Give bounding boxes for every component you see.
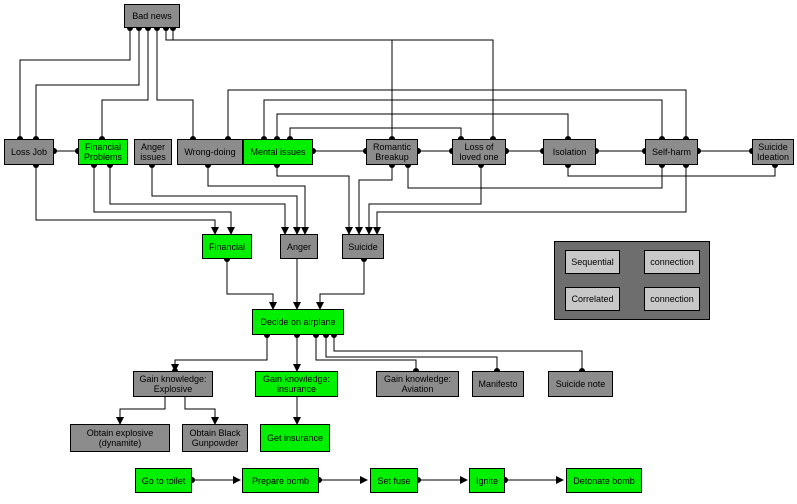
- node-set-fuse[interactable]: Set fuse: [370, 468, 418, 493]
- connector-wrongdoing-selfharm: [227, 89, 687, 139]
- node-label: Wrong-doing: [184, 147, 236, 157]
- node-label: Prepare bomb: [251, 475, 310, 486]
- node-label: Decide on airplane: [260, 317, 336, 327]
- node-get-insurance[interactable]: Get insurance: [260, 424, 330, 452]
- node-wrong-doing[interactable]: Wrong-doing: [177, 139, 243, 165]
- node-romantic-breakup[interactable]: Romantic Breakup: [366, 139, 418, 165]
- node-label: Suicide Ideation: [756, 142, 790, 162]
- connector-lossjob-financial: [35, 165, 219, 235]
- node-label: Loss of loved one: [459, 142, 499, 162]
- connector-suicide-decide: [316, 259, 365, 310]
- legend-connection-box-1: connection: [644, 250, 700, 274]
- node-label: Anger issues: [140, 142, 166, 162]
- legend-label: Sequential: [571, 257, 614, 267]
- node-loss-of-loved-one[interactable]: Loss of loved one: [452, 139, 506, 165]
- node-label: Gain knowledge: Aviation: [383, 374, 452, 394]
- connector-decide-gk-explosive: [171, 335, 268, 372]
- connector-decide-suicide-note: [333, 335, 583, 371]
- connector-mental-selfharm: [263, 99, 663, 139]
- connector-romantic-suicide: [355, 165, 393, 235]
- node-financial[interactable]: Financial: [202, 234, 252, 259]
- connector-badnews-wrongdoing: [156, 28, 194, 139]
- node-label: Ignite: [475, 475, 499, 486]
- connector-gkexp-gunpowder: [184, 397, 219, 425]
- node-suicide-note[interactable]: Suicide note: [548, 371, 613, 397]
- connectors: [19, 28, 776, 484]
- connector-badnews-lossjob: [19, 28, 131, 139]
- node-label: Obtain explosive (dynamite): [86, 428, 154, 448]
- node-mental-issues[interactable]: Mental issues: [243, 139, 313, 165]
- connector-lossloved-suicide: [365, 165, 482, 235]
- node-label: Bad news: [132, 11, 172, 21]
- node-suicide-ideation[interactable]: Suicide Ideation: [752, 139, 794, 165]
- node-label: Loss Job: [10, 147, 48, 157]
- legend-connection-box-2: connection: [644, 287, 700, 311]
- node-isolation[interactable]: Isolation: [543, 139, 596, 165]
- legend-sequential-box: Sequential: [565, 250, 620, 274]
- node-financial-problems[interactable]: Financial Problems: [78, 139, 128, 165]
- node-label: Gain knowledge: Explosive: [139, 374, 207, 394]
- node-gk-explosive[interactable]: Gain knowledge: Explosive: [133, 371, 213, 397]
- connector-badnews-romantic: [165, 28, 393, 139]
- node-manifesto[interactable]: Manifesto: [472, 371, 524, 397]
- connector-badnews-loss-loved: [172, 28, 494, 139]
- node-label: Set fuse: [377, 475, 411, 486]
- node-go-to-toilet[interactable]: Go to toilet: [135, 468, 192, 493]
- connector-financial-decide: [226, 259, 277, 310]
- connector-selfharm-suicide: [373, 165, 687, 235]
- connector-badnews-lossjob-2: [35, 28, 140, 139]
- connector-mental-lossloved: [289, 127, 462, 139]
- node-label: Anger: [286, 241, 312, 252]
- connector-angerissues-anger: [151, 165, 301, 235]
- node-loss-job[interactable]: Loss Job: [4, 139, 54, 165]
- node-label: Get insurance: [266, 433, 324, 443]
- node-label: Gain knowledge: insurance: [262, 374, 331, 394]
- node-self-harm[interactable]: Self-harm: [645, 139, 698, 165]
- node-decide-on-airplane[interactable]: Decide on airplane: [252, 309, 344, 335]
- node-label: Romantic Breakup: [372, 142, 411, 162]
- node-obtain-dynamite[interactable]: Obtain explosive (dynamite): [70, 424, 170, 452]
- connector-decide-manifesto: [325, 335, 498, 371]
- node-anger-issues[interactable]: Anger issues: [134, 139, 172, 165]
- connector-mental-isolation: [276, 113, 569, 139]
- legend-label: connection: [650, 257, 694, 267]
- node-label: Financial: [208, 241, 246, 252]
- node-gk-insurance[interactable]: Gain knowledge: insurance: [255, 371, 338, 397]
- node-anger[interactable]: Anger: [280, 234, 318, 259]
- node-label: Suicide note: [555, 379, 606, 389]
- node-label: Isolation: [552, 147, 587, 157]
- node-label: Obtain Black Gunpowder: [189, 428, 241, 448]
- node-prepare-bomb[interactable]: Prepare bomb: [242, 468, 319, 493]
- connector-romantic-selfharm: [407, 165, 663, 189]
- legend-label: connection: [650, 294, 694, 304]
- node-obtain-gunpowder[interactable]: Obtain Black Gunpowder: [182, 424, 248, 452]
- node-gk-aviation[interactable]: Gain knowledge: Aviation: [376, 371, 459, 397]
- node-label: Mental issues: [250, 147, 306, 157]
- connector-finprob-anger: [109, 165, 289, 235]
- node-label: Manifesto: [478, 379, 518, 389]
- connector-decide-gk-aviation: [315, 335, 417, 371]
- node-suicide[interactable]: Suicide: [342, 234, 384, 259]
- legend-label: Correlated: [571, 294, 614, 304]
- legend-correlated-box: Correlated: [565, 287, 620, 311]
- node-label: Self-harm: [651, 147, 691, 157]
- connector-finprob-financial: [93, 165, 235, 235]
- connector-mental-suicide: [276, 165, 353, 235]
- node-detonate-bomb[interactable]: Detonate bomb: [566, 468, 642, 493]
- node-ignite[interactable]: Ignite: [469, 468, 505, 493]
- connector-wrongdoing-anger: [207, 165, 309, 235]
- connector-badnews-financial-problems: [101, 28, 149, 139]
- node-label: Detonate bomb: [573, 475, 635, 486]
- node-label: Go to toilet: [141, 475, 186, 486]
- node-label: Suicide: [348, 241, 378, 252]
- node-bad-news[interactable]: Bad news: [124, 4, 180, 28]
- node-label: Financial Problems: [83, 142, 122, 162]
- connector-gkexp-dynamite: [116, 397, 166, 425]
- connector-isolation-ideation: [567, 165, 776, 177]
